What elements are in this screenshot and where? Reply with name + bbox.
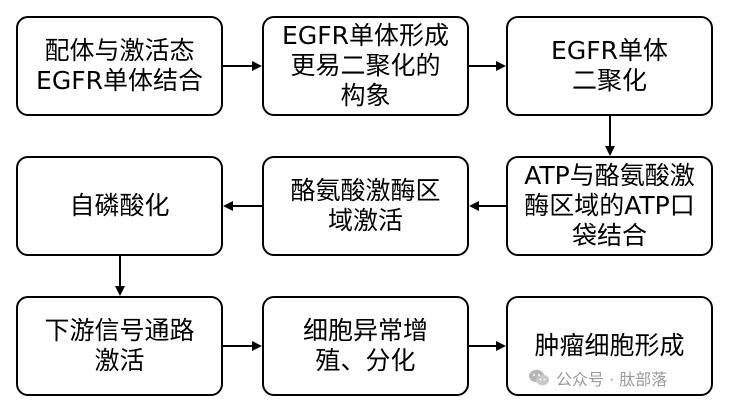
node-line: ATP与酪氨酸激 [524,161,695,190]
node-line: 配体与激活态 [44,36,195,65]
node-line: 酪氨酸激酶区 [290,176,441,205]
arrow-1-to-2 [223,61,262,71]
node-line: 更易二聚化的 [290,51,441,80]
node-autophosphorylation: 自磷酸化 [16,156,223,256]
node-atp-binding: ATP与酪氨酸激酶区域的ATP口袋结合 [506,156,713,256]
node-dimerization: EGFR单体二聚化 [506,16,713,116]
node-line: 殖、分化 [315,346,416,375]
node-line: 二聚化 [571,66,647,95]
arrow-5-to-6 [223,201,262,211]
node-line: 域激活 [327,206,403,235]
arrow-7-to-8 [223,341,262,351]
watermark: 公众号 · 肽部落 [528,364,667,392]
arrow-4-to-5 [469,201,506,211]
arrow-2-to-3 [469,61,506,71]
node-line: 袋结合 [571,221,647,250]
arrow-6-to-7 [115,256,125,296]
wechat-icon [529,369,549,386]
node-line: 酶区域的ATP口 [524,191,695,220]
node-kinase-activation: 酪氨酸激酶区域激活 [262,156,469,256]
node-line: EGFR单体形成 [282,21,449,50]
arrow-3-to-4 [605,116,615,156]
node-downstream-signaling: 下游信号通路激活 [16,296,223,396]
node-line: 下游信号通路 [44,316,195,345]
node-line: 自磷酸化 [69,191,170,220]
arrow-8-to-9 [469,341,506,351]
watermark-text: 公众号 · 肽部落 [556,370,668,389]
node-line: 细胞异常增 [302,316,428,345]
node-line: EGFR单体 [551,36,668,65]
node-line: 构象 [340,81,391,110]
node-proliferation: 细胞异常增殖、分化 [262,296,469,396]
node-conformation: EGFR单体形成更易二聚化的构象 [262,16,469,116]
node-line: EGFR单体结合 [36,66,203,95]
node-line: 激活 [94,346,145,375]
node-line: 肿瘤细胞形成 [534,331,685,360]
